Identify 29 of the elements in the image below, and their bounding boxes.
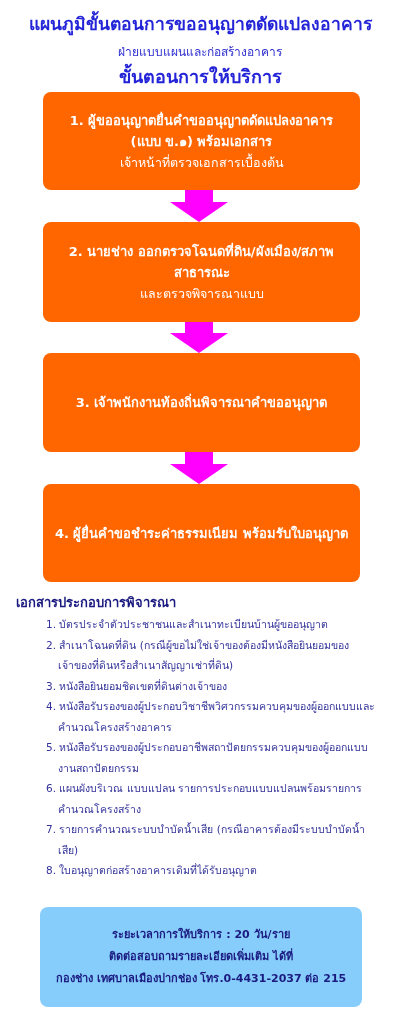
list-item: 4. หนังสือรับรองของผู้ประกอบวิชาชีพวิศวกรรมควบคุมของผู้ออกแบบและคำนวณโครงสร้างอาคาร — [46, 699, 376, 735]
arrow — [170, 190, 228, 222]
step-text: 3. เจ้าพนักงานท้องถิ่นพิจารณาคำขออนุญาต — [75, 392, 328, 413]
list-item: 6. แผนผังบริเวณ แบบแปลน รายการประกอบแบบแปลนพร้อมรายการคำนวณโครงสร้าง — [46, 781, 364, 817]
contact-text: กองช่าง เทศบาลเมืองปากช่อง โทร.0-4431-2037 ต่อ 215 — [55, 970, 347, 987]
step-box — [43, 484, 360, 582]
list-item: 8. ใบอนุญาตก่อสร้างอาคารเดิมที่ได้รับอนุญาต — [46, 862, 259, 879]
subtitle: ฝ่ายแบบแผนและก่อสร้างอาคาร — [117, 44, 283, 61]
step-text: 4. ผู้ยื่นคำขอชำระค่าธรรมเนียม พร้อมรับใบอนุญาต — [54, 523, 348, 544]
step-note: เจ้าหน้าที่ตรวจเอกสารเบื้องต้น — [119, 152, 284, 172]
step-text: 1. ผู้ขออนุญาตยื่นคำขออนุญาตดัดแปลงอาคาร (แบบ ข.๑) พร้อมเอกสาร — [68, 110, 335, 151]
contact-text: ติดต่อสอบถามรายละเอียดเพิ่มเติม ได้ที่ — [109, 947, 293, 965]
list-heading: เอกสารประกอบการพิจารณา — [16, 594, 177, 612]
step-box — [43, 222, 360, 322]
list-item: 3. หนังสือยินยอมชิดเขตที่ดินต่างเจ้าของ — [46, 678, 229, 694]
arrow — [170, 452, 228, 484]
contact-box — [40, 907, 362, 1007]
step-box — [43, 92, 360, 190]
list-item: 2. สำเนาโฉนดที่ดิน (กรณีผู้ขอไม่ใช่เจ้าของต้องมีหนังสือยินยอมของเจ้าของที่ดินหรือสำเนาสัญญาเช่าที่ดิน) — [46, 637, 350, 674]
list-item: 1. บัตรประจำตัวประชาชนและสำเนาทะเบียนบ้านผู้ขออนุญาต — [46, 617, 330, 633]
contact-text: ระยะเวลาการให้บริการ : 20 วัน/ราย — [112, 926, 290, 943]
arrow — [170, 322, 228, 353]
title: แผนภูมิขั้นตอนการขออนุญาตดัดแปลงอาคาร — [0, 10, 400, 38]
step-note: และตรวจพิจารณาแบบ — [139, 284, 264, 303]
step-text: 2. นายช่าง ออกตรวจโฉนดที่ดิน/ผังเมือง/สภาพสาธารณะ — [67, 241, 336, 282]
list-item: 7. รายการคำนวณระบบบำบัดน้ำเสีย (กรณีอาคารต้องมีระบบบำบัดน้ำเสีย) — [46, 821, 366, 858]
step-box — [43, 353, 360, 452]
section-heading: ขั้นตอนการให้บริการ — [0, 62, 400, 91]
list-item: 5. หนังสือรับรองของผู้ประกอบอาชีพสถาปัตยกรรมควบคุมของผู้ออกแบบงานสถาปัตยกรรม — [46, 740, 370, 776]
